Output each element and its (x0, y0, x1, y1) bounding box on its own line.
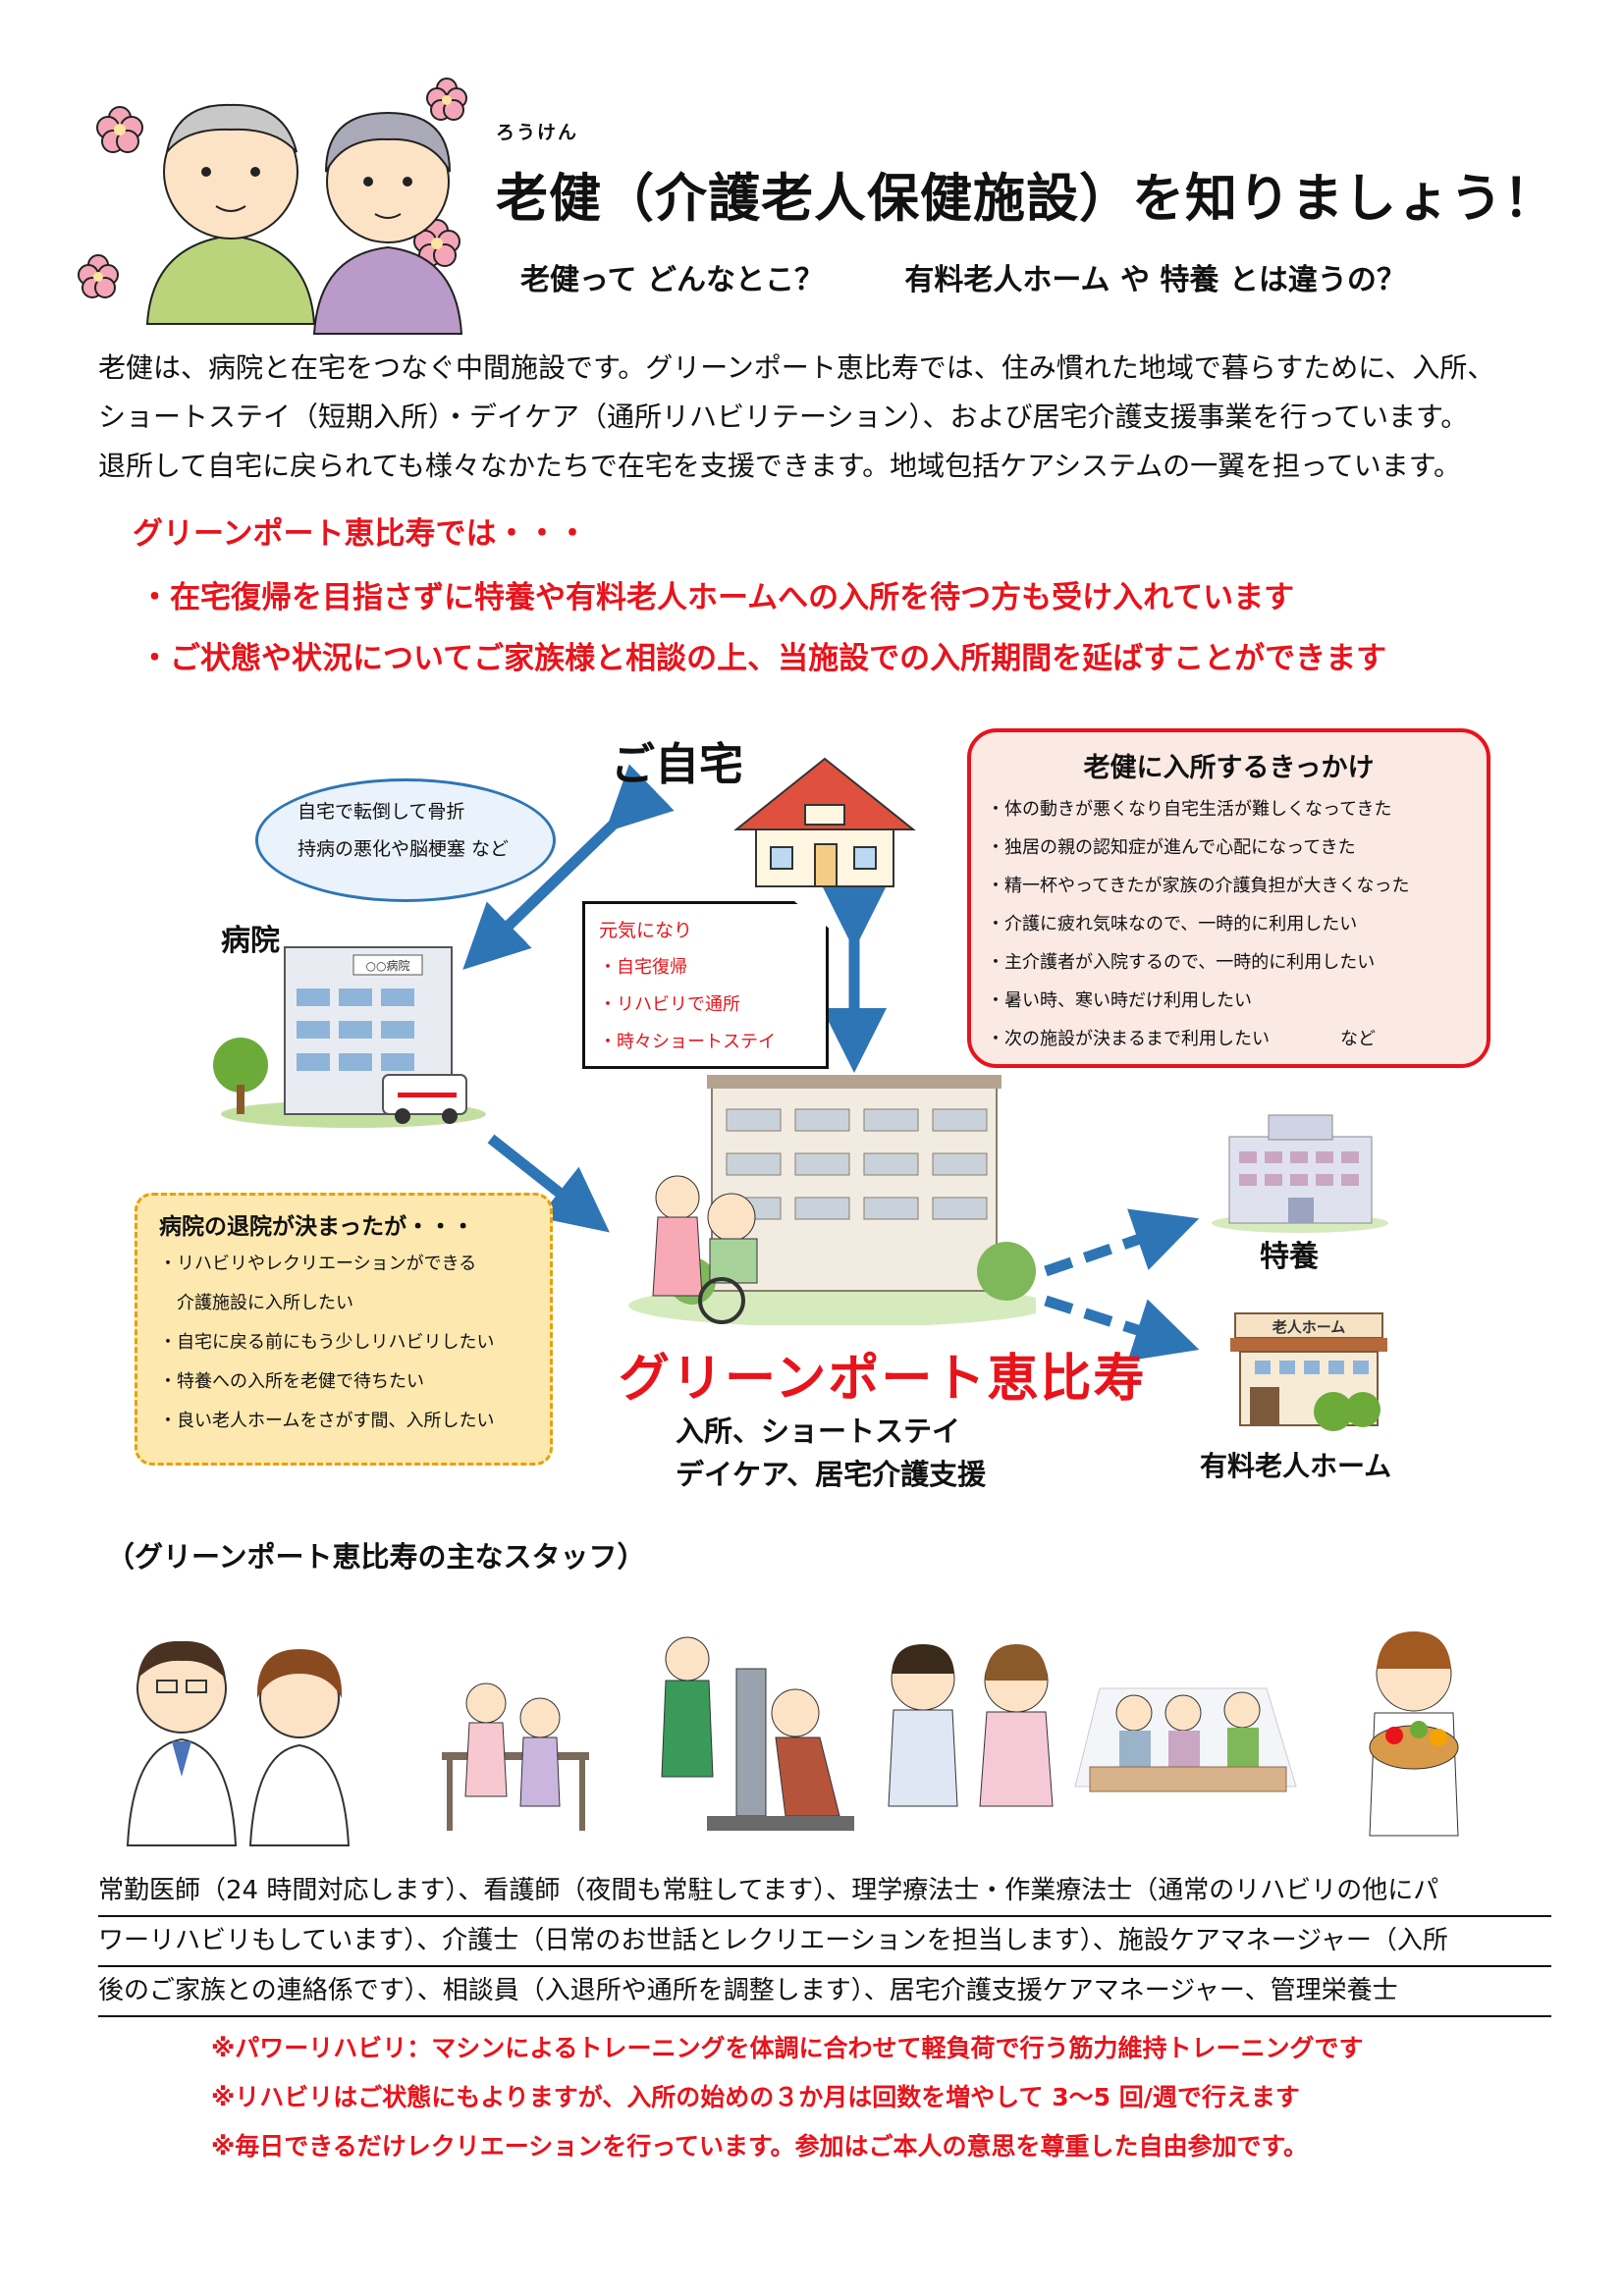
recovery-item: ・自宅復帰 (599, 957, 687, 978)
hospital-label: 病院 (221, 924, 280, 958)
facility-name: グリーンポート恵比寿 (619, 1350, 1147, 1409)
staff-line: ワーリハビリもしています）、介護士（日常のお世話とレクリエーションを担当します）… (98, 1917, 1551, 1967)
reason-item: ・暑い時、寒い時だけ利用したい (987, 990, 1252, 1011)
dietitian-icon (1369, 1631, 1459, 1837)
intro-line: 退所して自宅に戻られても様々なかたちで在宅を支援できます。地域包括ケアシステムの… (98, 450, 1461, 482)
service-line: 入所、ショートステイ (676, 1415, 961, 1448)
facility-services: 入所、ショートステイ デイケア、居宅介護支援 (676, 1410, 986, 1496)
reason-item: ・次の施設が決まるまで利用したい など (987, 1029, 1376, 1049)
admission-reasons-box: 老健に入所するきっかけ ・体の動きが悪くなり自宅生活が難しくなってきた ・独居の… (967, 728, 1490, 1068)
cause-bubble: 自宅で転倒して骨折 持病の悪化や脳梗塞 など (255, 778, 556, 902)
recovery-item: ・リハビリで通所 (599, 994, 740, 1015)
subtitle-question-2: 有料老人ホーム や 特養 とは違うの？ (904, 263, 1406, 297)
service-line: デイケア、居宅介護支援 (676, 1458, 987, 1491)
discharge-item: ・リハビリやレクリエーションができる (159, 1254, 477, 1274)
note-power-rehab: ※パワーリハビリ：マシンによるトレーニングを体調に合わせて軽負荷で行う筋力維持ト… (211, 2034, 1364, 2062)
staff-line: 後のご家族との連絡係です）、相談員（入退所や通所を調整します）、居宅介護支援ケア… (98, 1967, 1551, 2017)
staff-illustrations (126, 1631, 1459, 1846)
title-ruby: ろうけん (496, 122, 579, 143)
bubble-line: 持病の悪化や脳梗塞 など (298, 838, 510, 860)
arrow-to-yuryo (1044, 1295, 1200, 1362)
discharge-item: ・良い老人ホームをさがす間、入所したい (159, 1411, 495, 1431)
arrow-home-hospital (482, 764, 675, 951)
greenport-point: ・在宅復帰を目指さずに特養や有料老人ホームへの入所を待つ方も受け入れています (139, 580, 1295, 615)
greenport-point: ・ご状態や状況についてご家族様と相談の上、当施設での入所期間を延ばすことができま… (139, 641, 1387, 676)
note-rehab-frequency: ※リハビリはご状態にもよりますが、入所の始めの３か月は回数を増やして 3～5 回… (211, 2083, 1300, 2111)
recovery-item: ・時々ショートステイ (599, 1032, 776, 1052)
discharge-item: 介護施設に入所したい (159, 1293, 353, 1313)
therapist-icon (888, 1644, 1054, 1807)
discharge-box: 病院の退院が決まったが・・・ ・リハビリやレクリエーションができる 介護施設に入… (135, 1193, 553, 1466)
house-icon (733, 757, 916, 887)
nurse-icon (248, 1649, 351, 1846)
discharge-item: ・自宅に戻る前にもう少しリハビリしたい (159, 1332, 495, 1353)
staff-line: 常勤医師（24 時間対応します）、看護師（夜間も常駐してます）、理学療法士・作業… (98, 1867, 1551, 1917)
reasons-title: 老健に入所するきっかけ (1083, 753, 1375, 783)
greenport-heading: グリーンポート恵比寿では・・・ (133, 516, 588, 552)
staff-description: 常勤医師（24 時間対応します）、看護師（夜間も常駐してます）、理学療法士・作業… (98, 1867, 1551, 2017)
tokuyou-label: 特養 (1260, 1240, 1319, 1274)
reason-item: ・介護に疲れ気味なので、一時的に利用したい (987, 914, 1358, 934)
page-subtitle: 老健って どんなとこ？ 有料老人ホーム や 特養 とは違うの？ (520, 255, 1406, 298)
bubble-line: 自宅で転倒して骨折 (298, 801, 465, 823)
consultation-icon (1074, 1687, 1297, 1792)
intro-line: ショートステイ（短期入所）・デイケア（通所リハビリテーション）、および居宅介護支… (98, 400, 1469, 433)
doctor-icon (126, 1640, 238, 1846)
intro-paragraph: 老健は、病院と在宅をつなぐ中間施設です。グリーンポート恵比寿では、住み慣れた地域… (98, 344, 1551, 491)
arrow-hospital-facility (487, 1134, 610, 1233)
recovery-box: 元気になり ・自宅復帰 ・リハビリで通所 ・時々ショートステイ (582, 901, 829, 1069)
home-label: ご自宅 (611, 738, 744, 790)
elderly-couple-illustration (78, 78, 467, 335)
reason-item: ・体の動きが悪くなり自宅生活が難しくなってきた (987, 799, 1392, 820)
intro-line: 老健は、病院と在宅をつなぐ中間施設です。グリーンポート恵比寿では、住み慣れた地域… (98, 351, 1495, 384)
subtitle-question-1: 老健って どんなとこ？ (520, 263, 824, 297)
facility-building-illustration (628, 1075, 1036, 1325)
note-recreation: ※毎日できるだけレクリエーションを行っています。参加はご本人の意思を尊重した自由… (211, 2132, 1309, 2161)
reason-item: ・独居の親の認知症が進んで心配になってきた (987, 837, 1356, 858)
reason-item: ・精一杯やってきたが家族の介護負担が大きくなった (987, 876, 1410, 896)
reason-item: ・主介護者が入院するので、一時的に利用したい (987, 952, 1376, 973)
hospital-sign: ○○病院 (366, 958, 410, 973)
recovery-title: 元気になり (599, 920, 693, 941)
hospital-icon: ○○病院 (213, 946, 486, 1128)
private-elderly-home-icon: 老人ホーム (1230, 1312, 1387, 1431)
discharge-item: ・特養への入所を老健で待ちたい (159, 1371, 424, 1392)
yuryo-sign: 老人ホーム (1272, 1318, 1346, 1336)
discharge-title: 病院の退院が決まったが・・・ (159, 1214, 475, 1240)
staff-section-title: （グリーンポート恵比寿の主なスタッフ） (106, 1540, 646, 1574)
page-title: 老健（介護老人保健施設）を知りましょう！ (496, 169, 1556, 229)
rehabilitation-icon (442, 1682, 589, 1831)
arrow-to-tokuyou (1044, 1208, 1200, 1277)
nursing-home-building-icon (1212, 1114, 1388, 1233)
power-rehab-machine-icon (661, 1636, 854, 1831)
yuryo-label: 有料老人ホーム (1200, 1450, 1392, 1482)
